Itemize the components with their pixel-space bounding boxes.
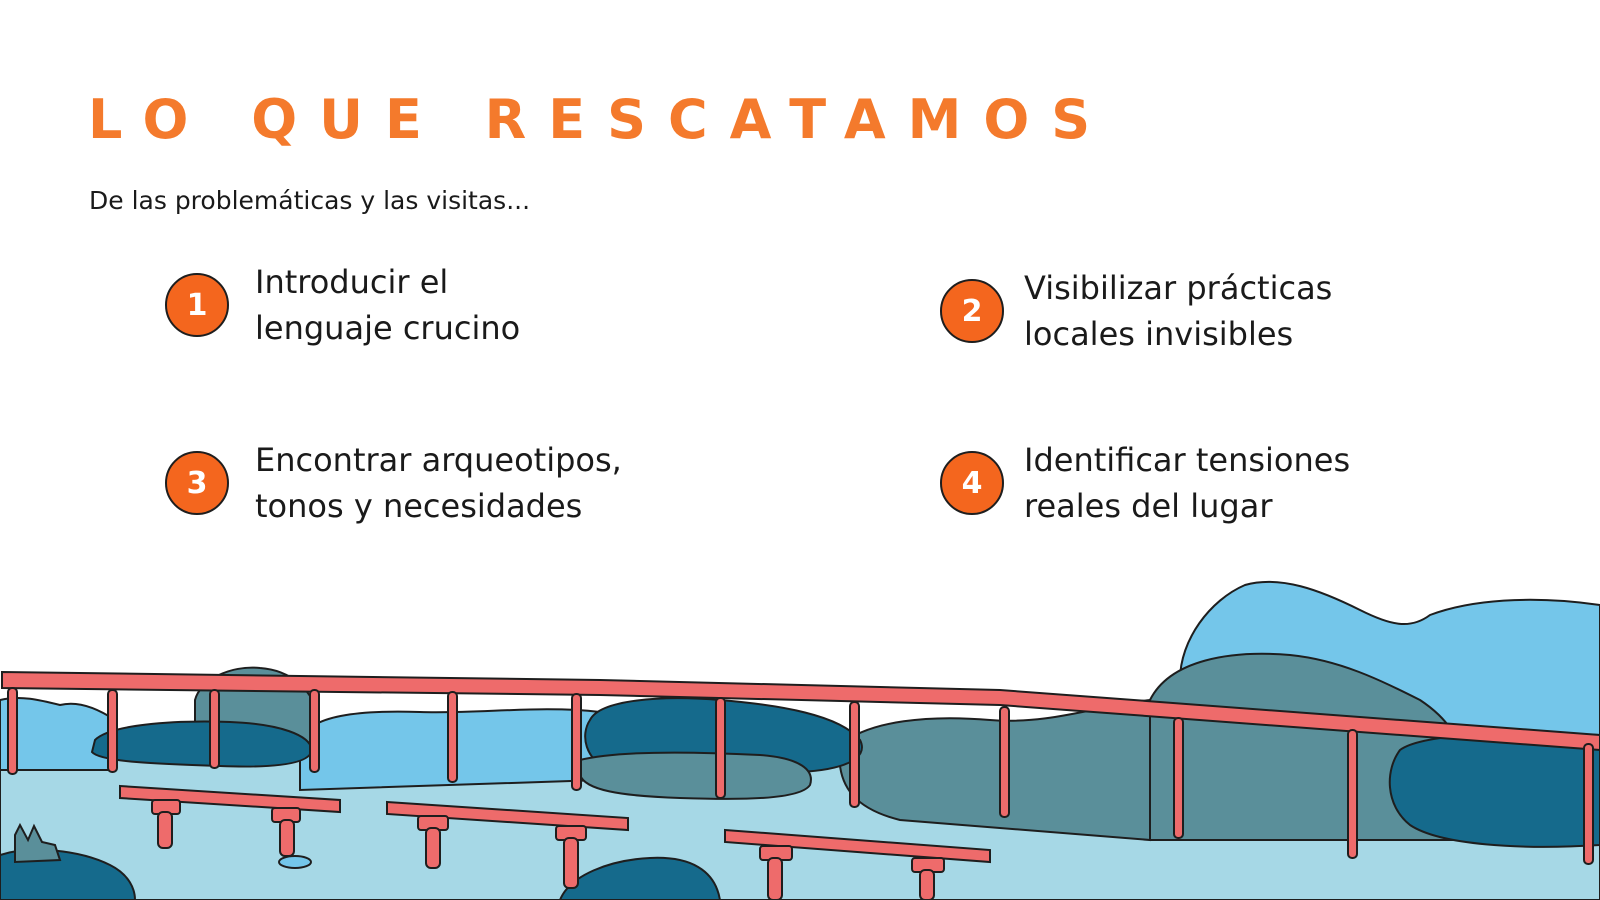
bench-3 <box>724 828 991 900</box>
number-badge: 2 <box>940 279 1004 343</box>
point-text: Introducir el lenguaje crucino <box>255 259 520 351</box>
point-line: Identificar tensiones <box>1024 441 1351 479</box>
point-item-3: 3 Encontrar arqueotipos, tonos y necesid… <box>165 441 622 529</box>
bridge-posts <box>7 687 1594 865</box>
bridge-and-lagoon-illustration <box>0 580 1600 900</box>
point-item-2: 2 Visibilizar prácticas locales invisibl… <box>940 269 1332 357</box>
bridge-deck <box>1 670 1600 752</box>
point-line: Encontrar arqueotipos, <box>255 441 622 479</box>
teal-reeds-bottom-left <box>14 822 62 864</box>
point-text: Encontrar arqueotipos, tonos y necesidad… <box>255 437 622 529</box>
point-text: Visibilizar prácticas locales invisibles <box>1024 265 1332 357</box>
point-line: reales del lugar <box>1024 487 1273 525</box>
number-badge: 4 <box>940 451 1004 515</box>
deep-blue-island-left <box>90 720 314 768</box>
number-badge: 1 <box>165 273 229 337</box>
point-item-4: 4 Identificar tensiones reales del lugar <box>940 441 1350 529</box>
point-line: lenguaje crucino <box>255 309 521 347</box>
point-item-1: 1 Introducir el lenguaje crucino <box>165 263 520 351</box>
bench-2 <box>386 800 629 889</box>
point-text: Identificar tensiones reales del lugar <box>1024 437 1350 529</box>
point-line: locales invisibles <box>1024 315 1294 353</box>
point-line: Introducir el <box>255 263 449 301</box>
point-line: tonos y necesidades <box>255 487 583 525</box>
point-line: Visibilizar prácticas <box>1024 269 1333 307</box>
deep-blue-island-right <box>1388 732 1600 848</box>
teal-patch-middle <box>579 751 812 800</box>
number-badge: 3 <box>165 451 229 515</box>
bench-1 <box>119 784 341 869</box>
slide-subtitle: De las problemáticas y las visitas... <box>89 186 531 215</box>
slide-title: LO QUE RESCATAMOS <box>88 88 1113 151</box>
